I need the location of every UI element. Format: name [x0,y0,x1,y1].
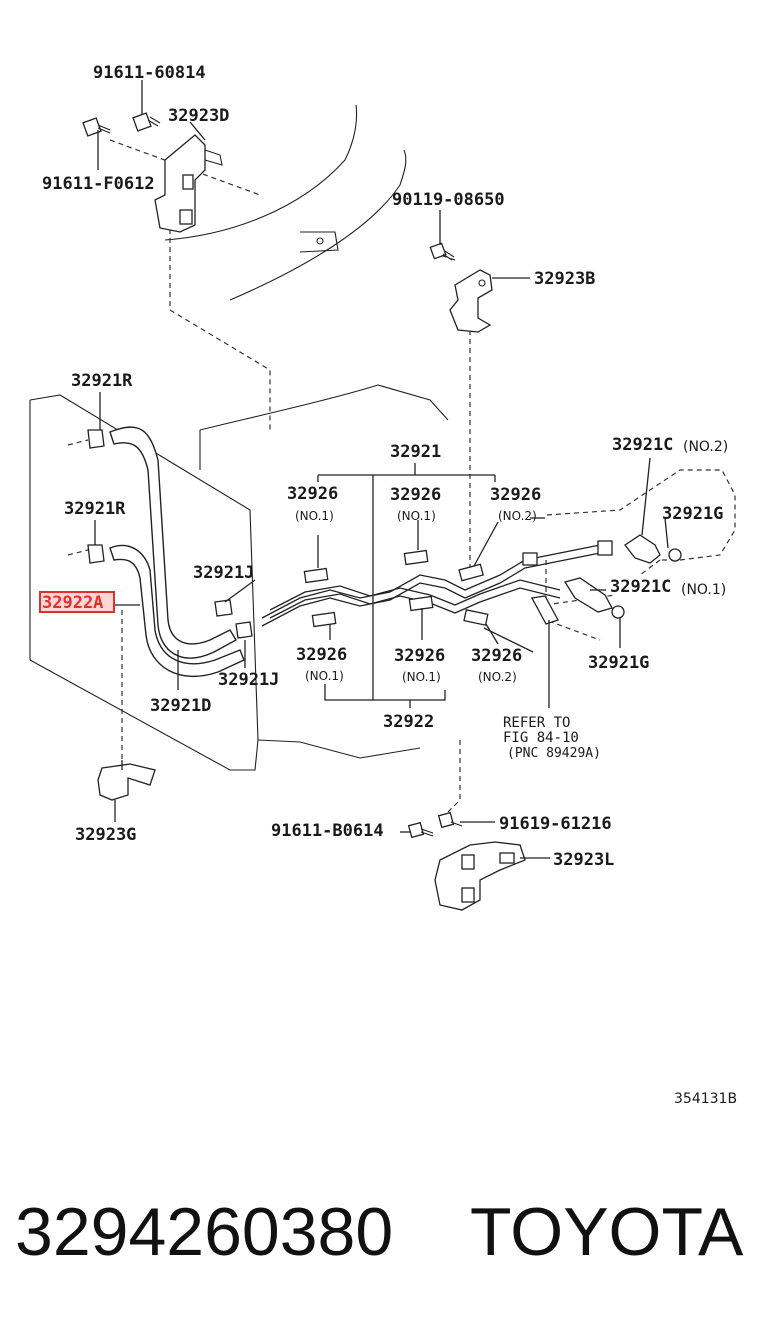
label-no1-b: (NO.1) [397,509,436,523]
label-32926-1: 32926 [287,484,338,504]
bolt-91611-b0614 [407,821,434,839]
fittings-right [530,534,682,625]
label-refer-1: REFER TO [503,715,570,731]
bolt-91611-f0612 [82,117,111,137]
bolt-91619-61216 [437,811,463,829]
label-no1-a: (NO.1) [295,509,334,523]
label-no1-d: (NO.1) [402,670,441,684]
label-32923l: 32923L [553,850,614,870]
label-32921r-mid: 32921R [64,499,126,519]
label-32921g-top: 32921G [662,504,723,524]
bracket-32923g [97,763,156,801]
label-32922a[interactable]: 32922A [42,593,103,613]
label-no2-b: (NO.2) [478,670,517,684]
label-32921c-top-no: (NO.2) [683,439,728,455]
label-32926-4: 32926 [296,645,347,665]
label-refer-2: FIG 84-10 [503,730,579,746]
label-no2-a: (NO.2) [498,509,537,523]
hose-assembly-left [87,426,253,677]
label-91611-f0612: 91611-F0612 [42,174,155,194]
label-32921d: 32921D [150,696,211,716]
bracket-32923l [434,841,526,911]
label-32926-6: 32926 [471,646,522,666]
label-90119-08650: 90119-08650 [392,190,505,210]
label-32921j-left: 32921J [193,563,254,583]
label-32921: 32921 [390,442,441,462]
label-32926-5: 32926 [394,646,445,666]
label-32921c-mid-no: (NO.1) [681,582,726,598]
figure-number: 354131B [674,1091,737,1107]
main-pipes [261,540,613,627]
label-91611-b0614: 91611-B0614 [271,821,384,841]
label-refer-3: (PNC 89429A) [507,746,601,761]
label-32923d: 32923D [168,106,229,126]
labels: 91611-60814 32923D 91611-F0612 90119-086… [39,63,737,1107]
label-32926-2: 32926 [390,485,441,505]
label-32923b: 32923B [534,269,595,289]
label-32921j-bottom: 32921J [218,670,279,690]
label-32926-3: 32926 [490,485,541,505]
label-32921c-top: 32921C [612,435,673,455]
label-32921r-top: 32921R [71,371,133,391]
footer: 3294260380 TOYOTA [15,1194,744,1270]
bolt-91611-60814 [132,112,161,132]
label-32922: 32922 [383,712,434,732]
brand-name: TOYOTA [470,1194,744,1270]
bolt-90119-08650 [429,242,455,261]
highlight-box [39,591,115,613]
guide-lines [67,139,736,821]
bracket-32923b [449,269,493,333]
leader-lines [94,80,669,859]
label-91619-61216: 91619-61216 [499,814,612,834]
bracket-32923d [154,134,223,233]
label-91611-60814: 91611-60814 [93,63,206,83]
label-32921c-mid: 32921C [610,577,671,597]
label-no1-c: (NO.1) [305,669,344,683]
label-32921g-mid: 32921G [588,653,649,673]
label-32923g: 32923G [75,825,136,845]
part-number: 3294260380 [15,1194,393,1270]
